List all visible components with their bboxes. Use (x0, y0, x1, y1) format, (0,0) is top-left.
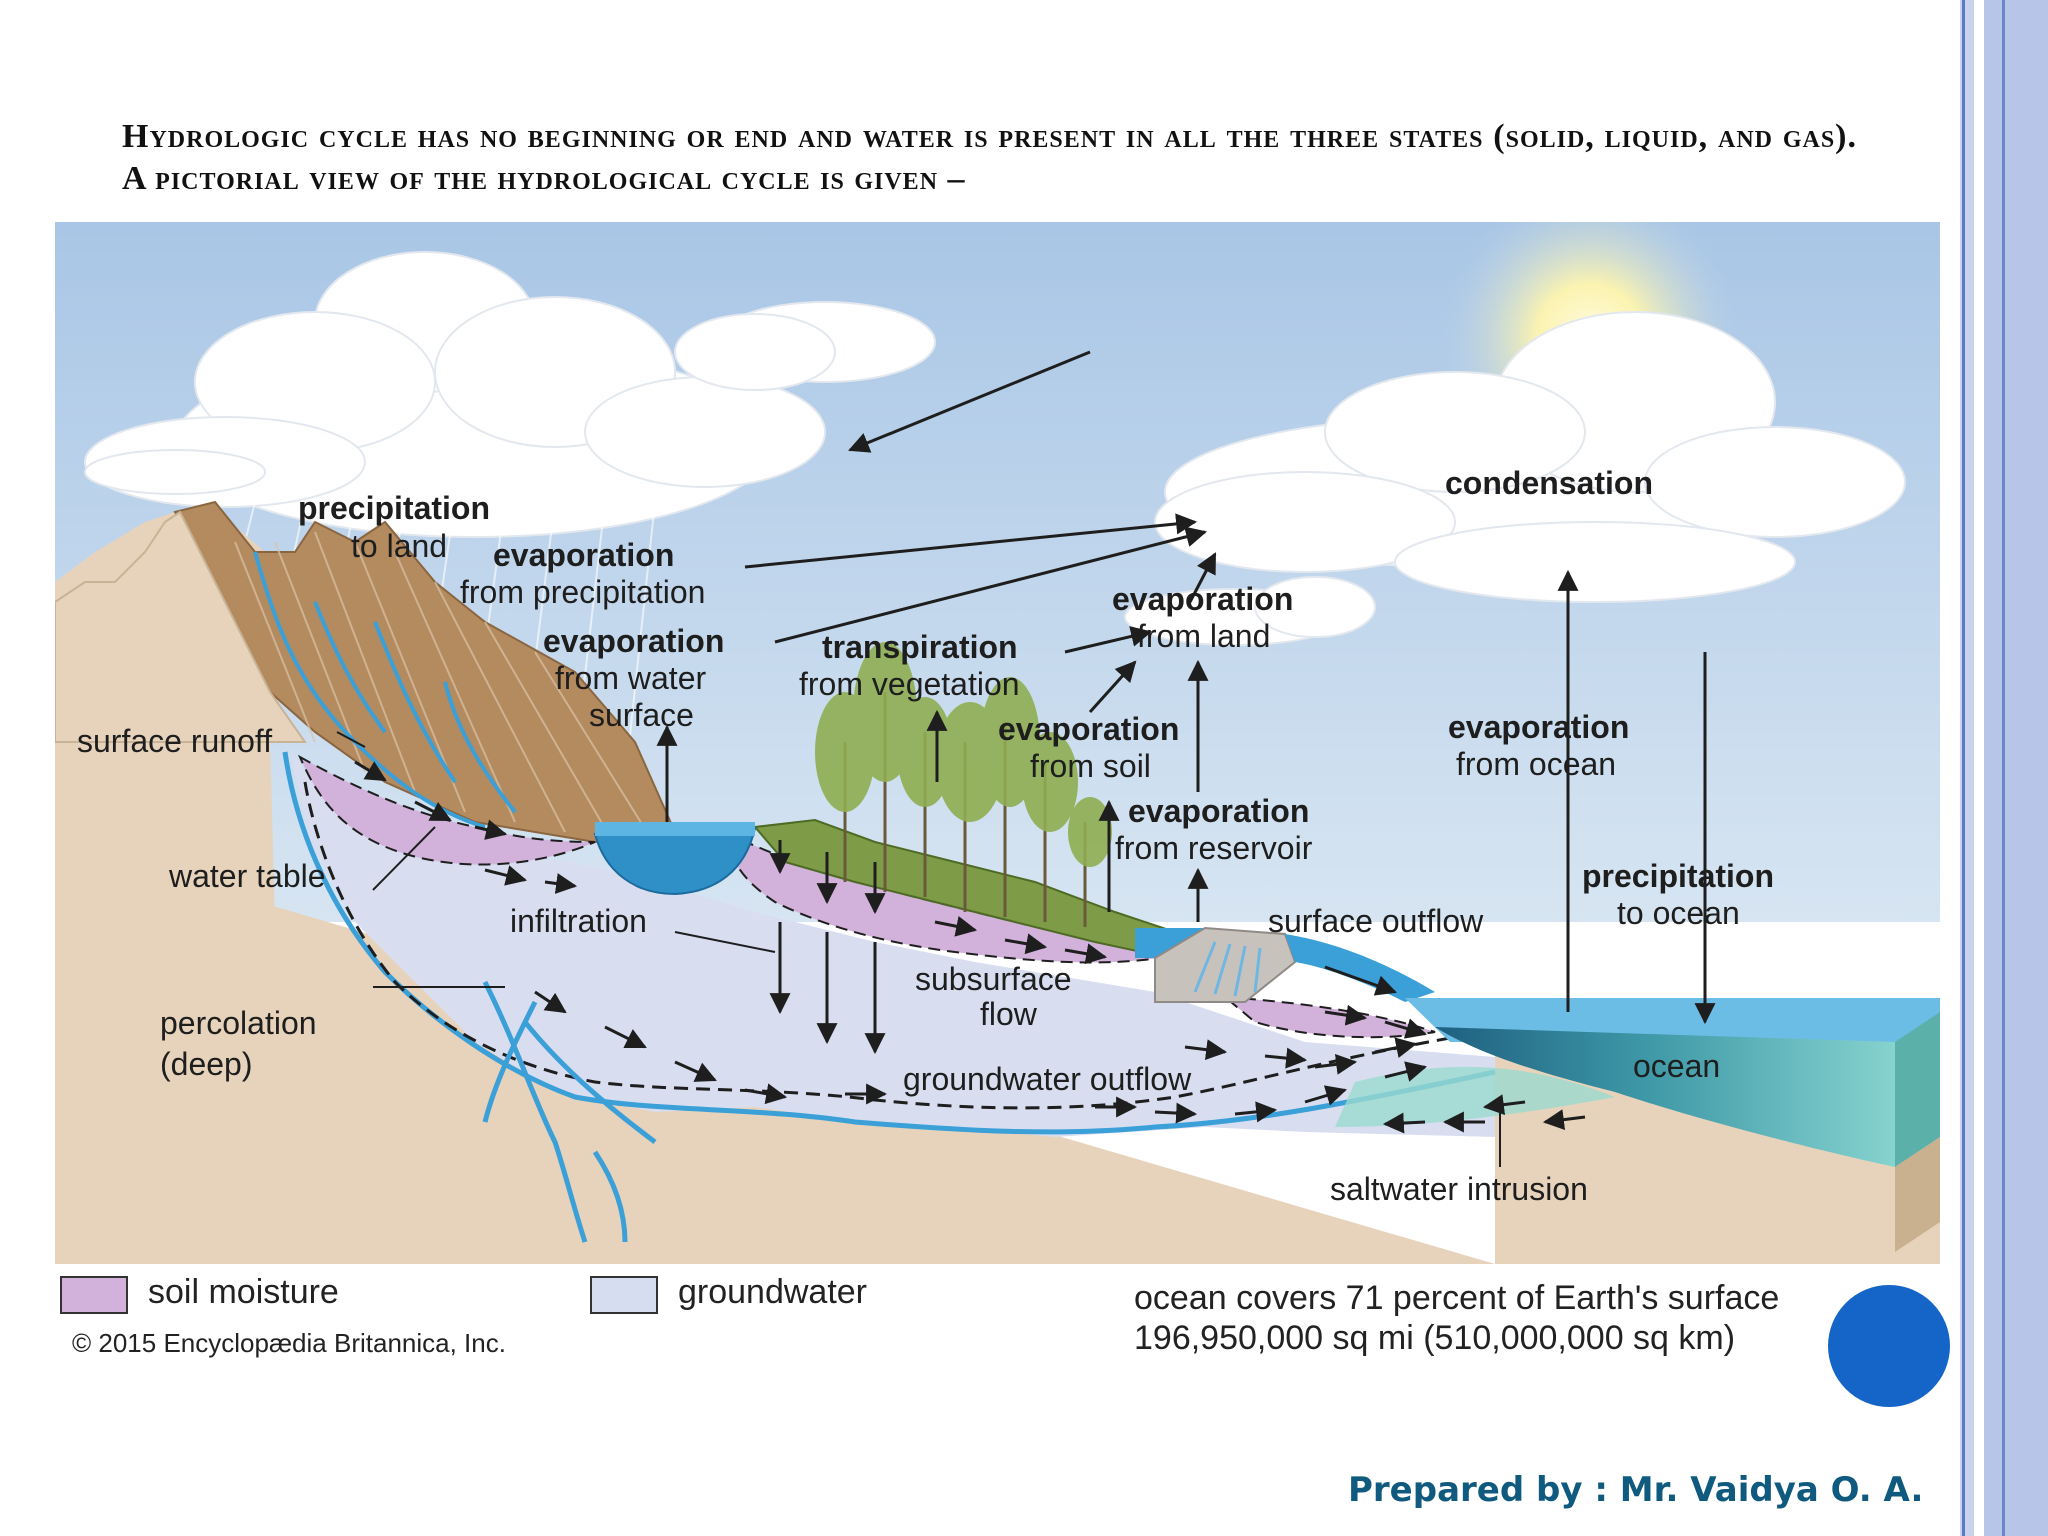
ground (55, 842, 1940, 1264)
label-transp-1: transpiration (822, 629, 1018, 665)
hydrologic-cycle-diagram: condensation precipitation to land evapo… (55, 222, 1940, 1264)
legend-label-soil-moisture: soil moisture (148, 1273, 339, 1311)
ocean-fact: ocean covers 71 percent of Earth's surfa… (1134, 1278, 1779, 1358)
label-ocean: ocean (1633, 1048, 1720, 1084)
cliff (55, 510, 307, 743)
frame-bar-line-2 (2002, 0, 2005, 1536)
cycle-arrows (656, 350, 1716, 1025)
spillway (1193, 941, 1262, 997)
label-infiltration: infiltration (510, 903, 647, 939)
flow-arrows (354, 760, 1586, 1134)
label-evap-precip-1: evaporation (493, 537, 674, 573)
ocean-fact-line-2: 196,950,000 sq mi (510,000,000 sq km) (1134, 1319, 1736, 1357)
label-surface-outflow: surface outflow (1268, 903, 1484, 939)
lake (593, 826, 757, 896)
label-groundwater-outflow: groundwater outflow (903, 1061, 1192, 1097)
lake-surface (595, 822, 755, 836)
mountain-stripes (234, 531, 651, 838)
soil-moisture-mountain (297, 754, 596, 866)
soil-moisture-lower (1221, 995, 1436, 1039)
cloud-small (1124, 576, 1376, 646)
cloud-right (1154, 311, 1906, 603)
label-evap-ocean-2: from ocean (1456, 746, 1616, 782)
slide-heading: Hydrologic cycle has no beginning or end… (122, 118, 1857, 197)
cloud-left (84, 251, 936, 538)
label-evap-land-1: evaporation (1112, 581, 1293, 617)
label-precip-ocean-2: to ocean (1617, 895, 1740, 931)
label-precip-land-1: precipitation (298, 490, 490, 526)
frame-bar-line (1962, 0, 1965, 1536)
ocean-front (1435, 1027, 1895, 1167)
label-evap-water-2: from water (555, 660, 706, 696)
label-precip-land-2: to land (351, 528, 447, 564)
label-evap-precip-2: from precipitation (460, 574, 705, 610)
label-evap-water-1: evaporation (543, 623, 724, 659)
label-evap-land-2: from land (1137, 618, 1270, 654)
label-subsurface-2: flow (980, 996, 1038, 1032)
label-transp-2: from vegetation (799, 666, 1020, 702)
label-precip-ocean-1: precipitation (1582, 858, 1774, 894)
label-percolation-2: (deep) (160, 1046, 253, 1082)
label-evap-res-2: from reservoir (1115, 830, 1313, 866)
label-water-table: water table (168, 858, 326, 894)
label-condensation: condensation (1445, 465, 1653, 501)
label-percolation-1: percolation (160, 1005, 317, 1041)
label-evap-water-3: surface (589, 697, 694, 733)
ocean-side (1895, 1012, 1940, 1167)
ground-side (1895, 1137, 1940, 1252)
ocean-fact-line-1: ocean covers 71 percent of Earth's surfa… (1134, 1279, 1780, 1317)
copyright: © 2015 Encyclopædia Britannica, Inc. (72, 1328, 506, 1358)
outflow-river (1285, 934, 1435, 1002)
label-saltwater: saltwater intrusion (1330, 1171, 1588, 1207)
prepared-by: Prepared by : Mr. Vaidya O. A. (1348, 1470, 1924, 1510)
label-evap-res-1: evaporation (1128, 793, 1309, 829)
label-evap-soil-1: evaporation (998, 711, 1179, 747)
trees (815, 642, 1112, 927)
legend-swatch-groundwater (590, 1276, 658, 1314)
frame-bar-wide (1984, 0, 2048, 1536)
leader-lines (336, 731, 1501, 1167)
decorative-circle (1828, 1285, 1950, 1407)
percolation-roots (482, 980, 657, 1243)
mountain (173, 500, 677, 844)
legend-swatch-soil-moisture (60, 1276, 128, 1314)
label-evap-ocean-1: evaporation (1448, 709, 1629, 745)
groundwater-boundary (282, 751, 1496, 1135)
groundwater-body (290, 752, 1495, 1137)
label-subsurface-1: subsurface (915, 961, 1072, 997)
legend-label-groundwater: groundwater (678, 1273, 868, 1311)
label-surface-runoff: surface runoff (77, 723, 272, 759)
infiltration-arrows (769, 840, 886, 1055)
saltwater-wedge (1335, 1066, 1615, 1127)
label-evap-soil-2: from soil (1030, 748, 1151, 784)
